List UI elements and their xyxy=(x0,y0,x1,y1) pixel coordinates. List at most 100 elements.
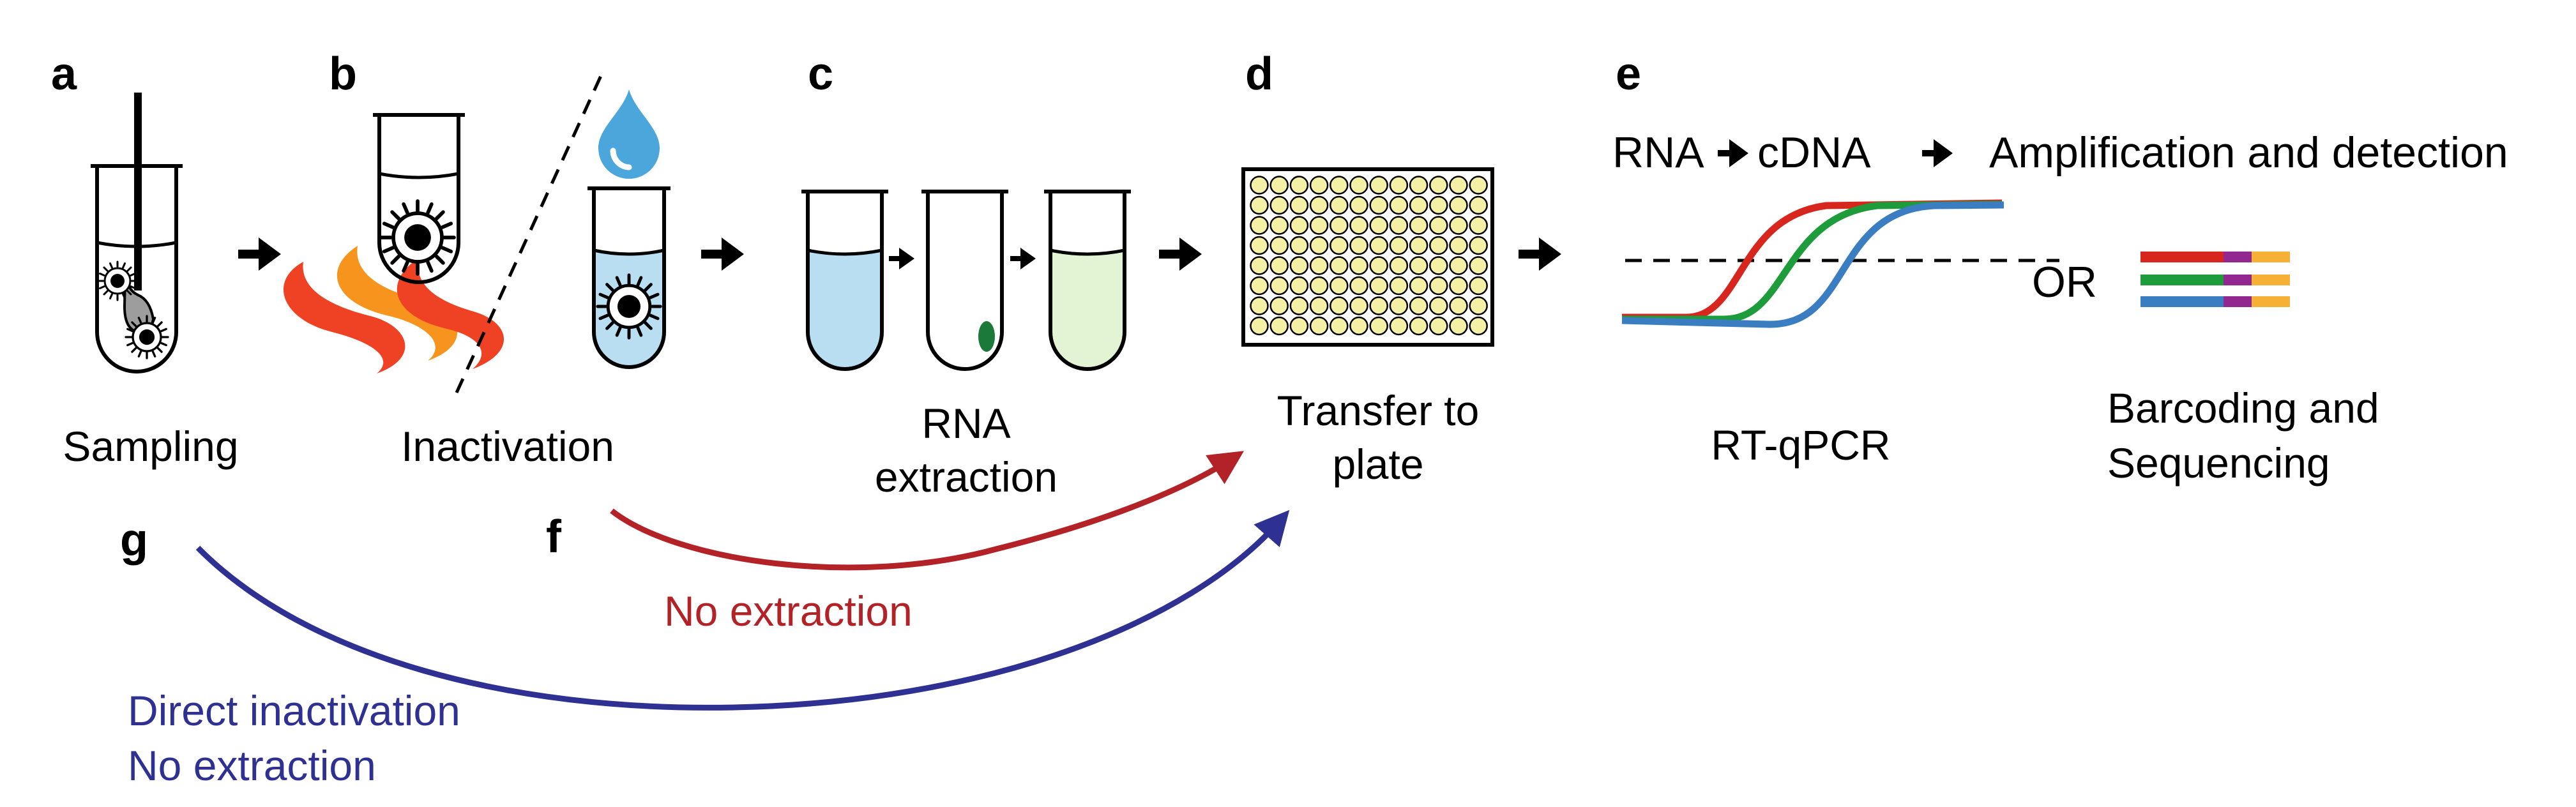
plate-well xyxy=(1309,276,1329,296)
plate-well xyxy=(1469,176,1488,195)
plate-well xyxy=(1349,236,1368,255)
step-arrow xyxy=(1718,139,1748,167)
plate-well xyxy=(1269,236,1289,255)
virus-icon xyxy=(381,201,454,274)
plate-well xyxy=(1369,296,1388,315)
plate-well xyxy=(1369,256,1388,275)
plate-well xyxy=(1330,316,1349,336)
amplification-curves-icon xyxy=(1621,199,2059,328)
plate-well xyxy=(1309,256,1329,275)
test-tube-icon xyxy=(373,113,465,284)
plate-well xyxy=(1309,216,1329,235)
plate-well xyxy=(1389,176,1409,195)
route-g-label-line1: Direct inactivation xyxy=(128,687,460,734)
plate-well xyxy=(1289,236,1309,255)
step-arrow xyxy=(1922,139,1953,167)
plate-well xyxy=(1369,236,1388,255)
plate-well xyxy=(1349,276,1368,296)
plate-well xyxy=(1269,176,1289,195)
reagent-drop-icon xyxy=(598,89,660,179)
plate-well xyxy=(1389,236,1409,255)
plate-well xyxy=(1250,276,1269,296)
flow-arrow xyxy=(1159,238,1202,271)
heat-flame-icon xyxy=(283,246,504,373)
plate-well xyxy=(1469,276,1488,296)
test-tube-icon xyxy=(1044,190,1131,371)
plate-well xyxy=(1409,236,1428,255)
plate-well xyxy=(1449,216,1468,235)
plate-well xyxy=(1409,296,1428,315)
plate-well xyxy=(1349,176,1368,195)
curve-blue xyxy=(1621,201,2004,328)
caption-sampling: Sampling xyxy=(63,423,238,470)
plate-well xyxy=(1389,276,1409,296)
plate-well xyxy=(1409,176,1428,195)
plate-well xyxy=(1449,316,1468,336)
route-f-label: No extraction xyxy=(664,587,913,635)
plate-well xyxy=(1429,296,1448,315)
plate-well xyxy=(1269,195,1289,215)
plate-well xyxy=(1449,276,1468,296)
caption-transfer-to: Transfer to xyxy=(1277,387,1480,434)
route-arrow-g xyxy=(195,509,1290,711)
plate-well xyxy=(1429,316,1448,336)
plate-well xyxy=(1349,296,1368,315)
plate-well xyxy=(1409,195,1428,215)
plate-well xyxy=(1330,296,1349,315)
caption-rna: RNA xyxy=(921,400,1010,447)
step-cdna: cDNA xyxy=(1757,128,1871,177)
plate-well xyxy=(1289,216,1309,235)
plate-well xyxy=(1429,276,1448,296)
rna-pellet xyxy=(978,321,995,352)
plate-well xyxy=(1289,256,1309,275)
step-rna: RNA xyxy=(1612,128,1704,177)
plate-wells xyxy=(1250,176,1488,336)
plate-well xyxy=(1289,296,1309,315)
plate-well xyxy=(1409,256,1428,275)
panel-letter-f: f xyxy=(546,511,562,562)
small-flow-arrow xyxy=(889,248,914,269)
caption-inactivation: Inactivation xyxy=(401,423,614,470)
divider-line xyxy=(455,69,605,394)
panel-letter-b: b xyxy=(329,49,357,100)
plate-well xyxy=(1309,296,1329,315)
plate-well xyxy=(1349,216,1368,235)
plate-well xyxy=(1309,195,1329,215)
panel-letter-d: d xyxy=(1245,49,1273,100)
virus-icon xyxy=(97,260,138,301)
plate-well xyxy=(1269,256,1289,275)
plate-well xyxy=(1389,216,1409,235)
plate-well xyxy=(1469,195,1488,215)
plate-well xyxy=(1330,195,1349,215)
plate-well xyxy=(1250,316,1269,336)
plate-well xyxy=(1330,276,1349,296)
plate-well xyxy=(1289,195,1309,215)
plate-well xyxy=(1269,296,1289,315)
plate-well xyxy=(1269,216,1289,235)
curve-green xyxy=(1622,200,2003,323)
plate-well xyxy=(1309,236,1329,255)
flow-arrow xyxy=(1519,238,1561,271)
virus-icon xyxy=(125,315,169,359)
plate-well xyxy=(1250,296,1269,315)
caption-barcoding: Barcoding and xyxy=(2107,384,2379,432)
plate-well xyxy=(1409,216,1428,235)
small-flow-arrow xyxy=(1010,248,1036,269)
plate-well xyxy=(1349,256,1368,275)
plate-well xyxy=(1289,176,1309,195)
plate-well xyxy=(1389,256,1409,275)
plate-well xyxy=(1389,195,1409,215)
plate-well xyxy=(1250,216,1269,235)
plate-well xyxy=(1469,316,1488,336)
plate-well xyxy=(1330,236,1349,255)
plate-well xyxy=(1349,195,1368,215)
plate-well xyxy=(1389,316,1409,336)
plate-well xyxy=(1309,176,1329,195)
plate-well xyxy=(1409,316,1428,336)
panel-letter-c: c xyxy=(808,49,833,100)
plate-well xyxy=(1330,216,1349,235)
plate-well xyxy=(1449,256,1468,275)
or-label: OR xyxy=(2032,258,2097,306)
plate-well xyxy=(1469,236,1488,255)
